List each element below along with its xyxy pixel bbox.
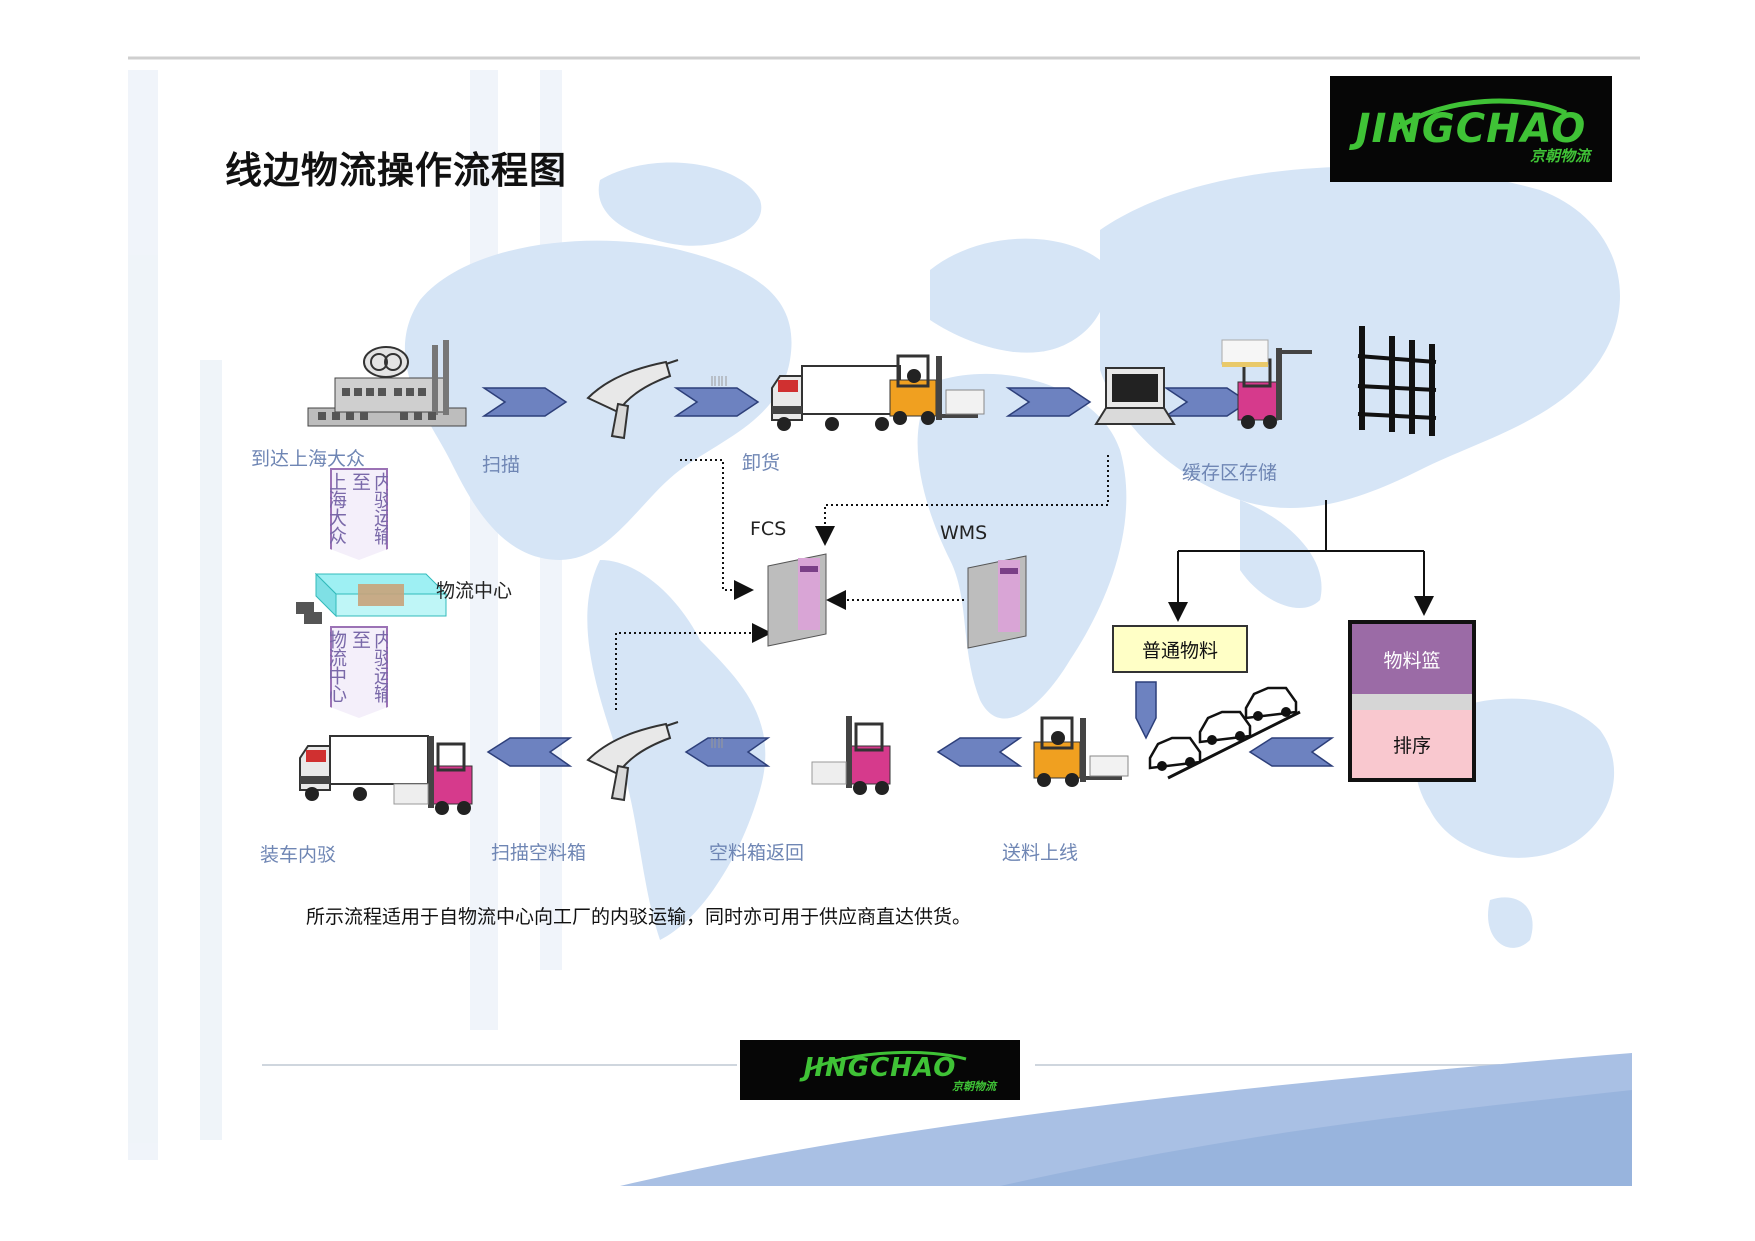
logo-swoosh-icon [809, 1050, 967, 1070]
step-label-deliver: 送料上线 [1002, 842, 1079, 864]
step-label-scan: 扫描 [482, 454, 521, 476]
car-icon [1244, 686, 1298, 721]
footer-logo: JINGCHAO 京朝物流 [740, 1040, 1020, 1100]
barcode-scanner-icon [586, 359, 679, 440]
tag-line: 内驳运输至 [349, 630, 393, 702]
system-label-wms: WMS [940, 522, 988, 544]
material-basket: 物料篮 排序 [1348, 620, 1476, 782]
logo-text: JINGCHAO [803, 1052, 957, 1083]
forklift-icon [889, 354, 985, 425]
page-title: 线边物流操作流程图 [225, 149, 567, 192]
tag-line: 内驳运输至 [349, 472, 393, 544]
branch-lines [1168, 500, 1434, 622]
storage-rack-icon [1357, 326, 1437, 436]
normal-material-box: 普通物料 [1112, 625, 1248, 673]
step-label-buffer: 缓存区存储 [1182, 462, 1278, 484]
forklift-pink-icon [1221, 339, 1312, 429]
laptop-icon [1094, 367, 1176, 425]
logo-swoosh-icon [1394, 98, 1568, 131]
barcode-icon [711, 376, 727, 386]
logo-text: JINGCHAO [1355, 105, 1587, 152]
brand-logo: JINGCHAO 京朝物流 [1330, 76, 1612, 182]
tag-line: 上海大众 [325, 472, 347, 544]
data-links [615, 455, 1109, 710]
tag-to-dc: 内驳运输至 物流中心 [330, 626, 388, 718]
warehouse-icon [296, 572, 448, 624]
world-map [404, 162, 1620, 948]
logistics-center-label: 物流中心 [436, 580, 513, 602]
forklift-pink-icon [393, 736, 473, 815]
forklift-pink-icon [811, 716, 891, 795]
logo-subtext: 京朝物流 [1529, 146, 1590, 165]
step-label-unload: 卸货 [742, 452, 781, 474]
barcode-scanner-icon [586, 721, 679, 802]
forklift-icon [1033, 716, 1129, 787]
step-label-arrive: 到达上海大众 [251, 448, 366, 470]
car-icon [1148, 736, 1202, 771]
logo-subtext: 京朝物流 [952, 1079, 996, 1093]
step-label-scan-empty: 扫描空料箱 [491, 842, 587, 864]
basket-label: 物料篮 [1352, 624, 1472, 694]
truck-icon [771, 365, 901, 431]
basket-divider [1352, 694, 1472, 710]
system-label-fcs: FCS [750, 518, 787, 540]
sequence-label: 排序 [1352, 710, 1472, 778]
assembly-line [1148, 686, 1301, 780]
flow-chevrons-top [481, 387, 1250, 417]
step-label-load: 装车内驳 [260, 844, 337, 866]
step-label-empty-return: 空料箱返回 [709, 842, 805, 864]
car-icon [1198, 710, 1252, 745]
flow-chevrons-bottom [486, 737, 1335, 767]
barcode-icon [711, 738, 723, 748]
chevron-down-icon [1135, 681, 1157, 740]
footnote: 所示流程适用于自物流中心向工厂的内驳运输，同时亦可用于供应商直达供货。 [306, 906, 972, 928]
server-icon [967, 555, 1027, 649]
factory-icon [307, 340, 467, 427]
server-icon [767, 553, 827, 647]
tag-to-svw: 内驳运输至 上海大众 [330, 468, 388, 560]
tag-line: 物流中心 [325, 630, 347, 702]
